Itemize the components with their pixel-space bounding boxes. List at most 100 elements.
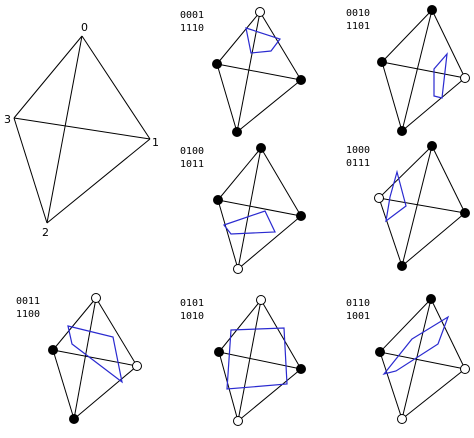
open-vertex-1 — [460, 364, 470, 374]
case-code-top: 0011 — [16, 296, 40, 307]
tetra-edge-0-3 — [52, 297, 97, 351]
filled-vertex-1 — [296, 364, 306, 374]
case-panel-0110: 0110 1001 — [346, 294, 470, 424]
filled-vertex-2 — [232, 127, 242, 137]
case-code-bottom: 1110 — [180, 23, 204, 34]
vertex-label-0: 0 — [81, 21, 88, 34]
case-code-bottom: 1010 — [180, 311, 204, 322]
case-code-bottom: 1001 — [346, 311, 370, 322]
tetra-edge-1-3 — [381, 61, 466, 79]
tetra-edge-1-3 — [216, 63, 302, 81]
tetra-edge-1-2 — [237, 368, 302, 422]
filled-vertex-3 — [212, 59, 222, 69]
tetra-edge-1-2 — [401, 212, 466, 267]
tetra-edge-0-1 — [260, 299, 302, 370]
open-vertex-0 — [91, 293, 101, 303]
filled-vertex-0 — [427, 141, 437, 151]
tetra-edge-0-2 — [237, 299, 262, 422]
tetra-edge-0-3 — [218, 299, 262, 353]
section-polygon — [67, 325, 123, 384]
open-vertex-1 — [132, 361, 142, 371]
tetra-edge-2-3 — [378, 197, 403, 267]
case-code-top: 0101 — [180, 298, 204, 309]
tetra-edge-1-2 — [236, 79, 302, 133]
open-vertex-0 — [255, 7, 265, 17]
tetra-edge-0-3 — [378, 145, 433, 199]
filled-vertex-1 — [296, 211, 306, 221]
open-vertex-1 — [460, 73, 470, 83]
tetra-edge-1-2 — [73, 365, 138, 420]
open-vertex-2 — [233, 264, 243, 274]
tetra-edge-0-2 — [237, 147, 262, 270]
tetra-edge-0-1 — [260, 147, 302, 217]
section-polygon — [382, 315, 450, 376]
case-panels: 0001111000101101010010111000011100111100… — [16, 5, 470, 426]
filled-vertex-0 — [426, 294, 436, 304]
filled-vertex-2 — [397, 261, 407, 271]
case-code-bottom: 1100 — [16, 309, 40, 320]
case-panel-0011: 0011 1100 — [16, 293, 142, 424]
tetra-edge-0-1 — [259, 11, 302, 81]
vertex-label-2: 2 — [42, 226, 49, 239]
section-polygon — [433, 52, 448, 99]
open-vertex-3 — [374, 193, 384, 203]
open-vertex-2 — [397, 414, 407, 424]
case-code-top: 0100 — [180, 146, 204, 157]
filled-vertex-3 — [375, 347, 385, 357]
main-edge-0-3 — [13, 35, 83, 119]
main-edge-1-3 — [13, 117, 151, 140]
vertex-label-3: 3 — [4, 113, 11, 126]
section-polygon — [385, 169, 407, 223]
section-polygon — [223, 210, 276, 235]
tetra-edge-1-2 — [401, 368, 466, 420]
tetra-edge-0-1 — [430, 298, 466, 370]
case-code-top: 0110 — [346, 298, 370, 309]
filled-vertex-0 — [427, 5, 437, 15]
tetra-edge-0-2 — [401, 145, 433, 267]
tetra-edge-1-2 — [237, 215, 302, 270]
case-panel-0010: 0010 1101 — [346, 5, 470, 136]
filled-vertex-2 — [397, 126, 407, 136]
tetra-edge-0-3 — [217, 147, 262, 201]
main-edge-0-1 — [81, 35, 151, 140]
filled-vertex-3 — [377, 57, 387, 67]
tetra-edge-0-3 — [216, 11, 261, 65]
section-polygon — [245, 27, 281, 54]
tetra-edge-0-3 — [379, 298, 432, 353]
tetra-edge-2-3 — [379, 351, 403, 420]
open-vertex-2 — [233, 416, 243, 426]
main-tetrahedron: 0 1 2 3 — [4, 21, 159, 239]
tetra-edge-0-2 — [73, 297, 97, 420]
open-vertex-0 — [256, 295, 266, 305]
section-polygon — [226, 327, 288, 390]
tetra-edge-2-3 — [218, 351, 239, 422]
filled-vertex-0 — [256, 143, 266, 153]
main-edge-2-3 — [13, 117, 48, 224]
case-panel-1000: 1000 0111 — [346, 141, 470, 271]
tetra-edge-0-3 — [381, 9, 433, 63]
case-code-top: 1000 — [346, 145, 370, 156]
tetra-edge-2-3 — [216, 63, 238, 133]
case-panel-0101: 0101 1010 — [180, 295, 306, 426]
filled-vertex-1 — [460, 208, 470, 218]
vertex-label-1: 1 — [152, 136, 159, 149]
tetra-edge-1-2 — [401, 77, 466, 132]
case-panel-0001: 0001 1110 — [180, 7, 306, 137]
tetra-edge-1-3 — [52, 349, 138, 367]
case-code-top: 0010 — [346, 8, 370, 19]
filled-vertex-2 — [69, 414, 79, 424]
main-edge-0-2 — [46, 35, 83, 224]
main-edge-1-2 — [46, 138, 151, 224]
tetra-edge-1-3 — [217, 199, 302, 217]
tetra-edge-1-3 — [218, 351, 302, 370]
case-code-bottom: 0111 — [346, 158, 370, 169]
filled-vertex-1 — [296, 75, 306, 85]
tetra-edge-1-3 — [379, 351, 466, 370]
case-code-top: 0001 — [180, 10, 204, 21]
tetra-edge-0-1 — [431, 9, 466, 79]
tetra-edge-0-1 — [95, 297, 138, 367]
case-code-bottom: 1101 — [346, 21, 370, 32]
filled-vertex-3 — [213, 195, 223, 205]
